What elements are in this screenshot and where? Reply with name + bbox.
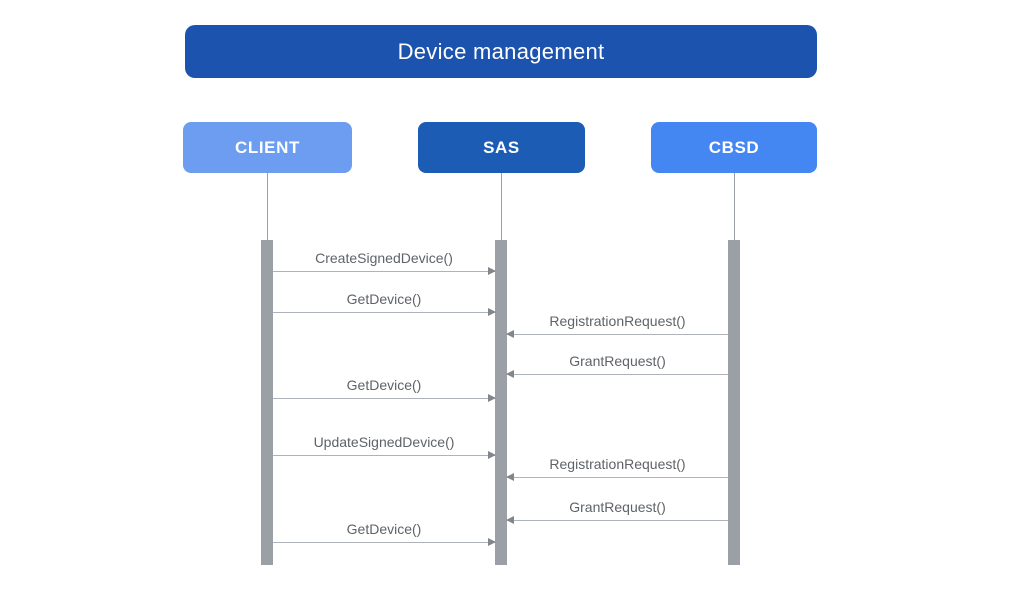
arrow-head-left-icon <box>506 370 514 378</box>
participant-sas-label: SAS <box>483 137 520 157</box>
message-update-signed-device: UpdateSignedDevice() <box>273 434 496 459</box>
participant-client: CLIENT <box>183 122 352 173</box>
message-get-device-1: GetDevice() <box>273 291 496 316</box>
message-label: GetDevice() <box>346 377 422 393</box>
arrow-head-left-icon <box>506 516 514 524</box>
message-label: UpdateSignedDevice() <box>313 434 455 450</box>
diagram-title: Device management <box>185 25 817 78</box>
message-arrow <box>273 394 496 402</box>
arrow-head-left-icon <box>506 473 514 481</box>
message-registration-request-2: RegistrationRequest() <box>506 456 728 481</box>
message-create-signed-device: CreateSignedDevice() <box>273 250 496 275</box>
arrow-head-right-icon <box>488 451 496 459</box>
message-arrow <box>506 473 728 481</box>
message-label: GetDevice() <box>346 291 422 307</box>
participant-cbsd: CBSD <box>651 122 817 173</box>
lifeline-sas <box>501 173 502 240</box>
message-arrow <box>273 308 496 316</box>
message-label: RegistrationRequest() <box>549 456 686 472</box>
arrow-head-left-icon <box>506 330 514 338</box>
message-registration-request-1: RegistrationRequest() <box>506 313 728 338</box>
message-arrow <box>273 538 496 546</box>
activation-bar-sas <box>495 240 507 565</box>
participant-client-label: CLIENT <box>235 137 300 157</box>
lifeline-cbsd <box>734 173 735 240</box>
message-get-device-3: GetDevice() <box>273 521 496 546</box>
message-arrow <box>506 370 728 378</box>
arrow-head-right-icon <box>488 308 496 316</box>
message-label: GrantRequest() <box>569 499 666 515</box>
message-arrow <box>506 516 728 524</box>
message-label: GetDevice() <box>346 521 422 537</box>
activation-bar-client <box>261 240 273 565</box>
message-get-device-2: GetDevice() <box>273 377 496 402</box>
arrow-head-right-icon <box>488 267 496 275</box>
message-grant-request-2: GrantRequest() <box>506 499 728 524</box>
message-arrow <box>506 330 728 338</box>
message-label: CreateSignedDevice() <box>315 250 453 266</box>
message-arrow <box>273 451 496 459</box>
arrow-head-right-icon <box>488 394 496 402</box>
participant-sas: SAS <box>418 122 585 173</box>
message-label: RegistrationRequest() <box>549 313 686 329</box>
message-grant-request-1: GrantRequest() <box>506 353 728 378</box>
message-arrow <box>273 267 496 275</box>
activation-bar-cbsd <box>728 240 740 565</box>
diagram-title-label: Device management <box>397 38 605 64</box>
arrow-head-right-icon <box>488 538 496 546</box>
participant-cbsd-label: CBSD <box>708 137 760 157</box>
lifeline-client <box>267 173 268 240</box>
message-label: GrantRequest() <box>569 353 666 369</box>
